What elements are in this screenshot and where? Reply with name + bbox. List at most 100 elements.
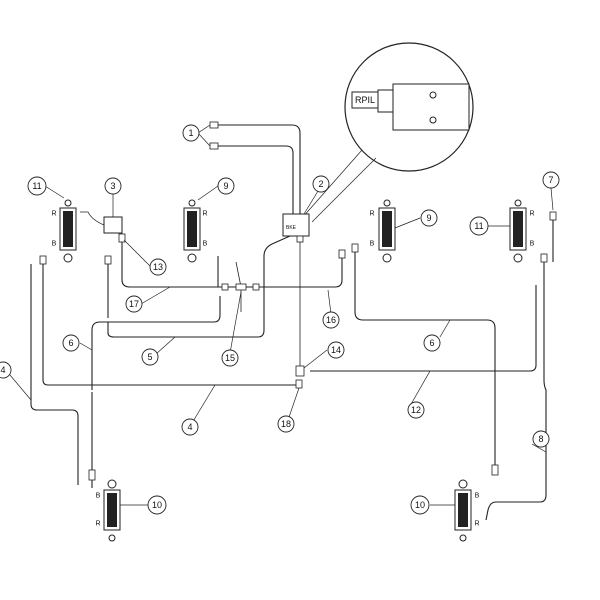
callout-9-right: 9 — [420, 209, 438, 227]
cylinder-10-left: B R — [95, 479, 121, 542]
svg-text:3: 3 — [110, 181, 115, 191]
leader-16 — [327, 289, 332, 315]
detail-bolt-bottom — [429, 116, 437, 124]
fitting-1b — [209, 142, 219, 150]
cyl-11r-port-b: B — [530, 241, 535, 248]
leader-6-right — [439, 319, 451, 338]
svg-text:15: 15 — [225, 353, 235, 363]
svg-text:11: 11 — [474, 221, 483, 231]
switch-body — [103, 216, 123, 234]
callout-2: 2 — [312, 175, 330, 193]
cyl-9r-bottom-eye — [382, 253, 392, 263]
svg-text:11: 11 — [32, 181, 41, 191]
hose-12 — [310, 285, 537, 372]
leader-15 — [229, 291, 242, 354]
svg-text:9: 9 — [426, 213, 431, 223]
callout-4: 4 — [181, 418, 199, 436]
leader-4 — [191, 384, 216, 424]
cyl-10r-bottom-eye — [459, 534, 467, 542]
fitting-13-right — [118, 233, 126, 243]
valve-label: BKE — [286, 225, 297, 231]
callout-10-left: 10 — [147, 495, 167, 515]
leader-2 — [303, 190, 319, 215]
hose-6-left — [91, 296, 221, 390]
cyl-9l-port-r: R — [202, 211, 207, 218]
svg-text:6: 6 — [429, 338, 434, 348]
leader-18 — [287, 387, 300, 421]
callout-4-edge: 4 — [0, 361, 12, 379]
cylinder-11-left: R B — [51, 199, 77, 263]
svg-text:17: 17 — [129, 299, 139, 309]
cylinder-10-right: B R — [454, 479, 480, 542]
callout-5: 5 — [141, 348, 159, 366]
cyl-10r-tube — [458, 493, 468, 527]
callout-11-left: 11 — [27, 176, 47, 196]
fitting-18 — [295, 379, 303, 389]
callout-16: 16 — [322, 311, 340, 329]
fitting-1a — [209, 121, 219, 129]
cyl-10r-port-b: B — [475, 493, 480, 500]
switch-wire — [80, 211, 105, 226]
callout-13: 13 — [149, 258, 167, 276]
cyl-9r-tube — [382, 211, 392, 247]
cyl-9r-port-r: R — [369, 211, 374, 218]
svg-text:10: 10 — [152, 500, 162, 510]
valve-bottom-port — [296, 235, 304, 243]
cyl-11l-tube — [63, 211, 73, 247]
cyl-11r-top-eye — [514, 199, 522, 207]
leader-1a — [197, 124, 211, 134]
hose-16 — [258, 255, 343, 288]
leader-7 — [550, 187, 554, 211]
hose-4 — [42, 262, 298, 386]
detail-leader-2 — [311, 157, 377, 223]
svg-text:8: 8 — [538, 434, 543, 444]
cyl-9r-top-eye — [383, 199, 391, 207]
cylinder-11-right: R B — [509, 199, 535, 263]
hose-5 — [107, 235, 291, 338]
detail-leader-1 — [301, 149, 363, 219]
hose-8 — [485, 260, 547, 521]
detail-valve-body — [392, 83, 470, 131]
cyl-10r-top-eye — [458, 479, 468, 489]
hose-1a — [216, 124, 301, 216]
cyl-10l-top-eye — [107, 479, 117, 489]
fitting-16-top — [338, 249, 346, 259]
fitting-14 — [295, 365, 305, 377]
callout-11-right: 11 — [469, 216, 489, 236]
leader-9-left — [197, 185, 219, 201]
leader-lines — [9, 124, 554, 506]
callout-9-left: 9 — [217, 177, 235, 195]
fitting-7 — [549, 211, 557, 221]
cyl-10l-bottom-eye — [108, 534, 116, 542]
fitting-6-bottom — [88, 469, 96, 481]
cyl-9l-bottom-eye — [187, 253, 197, 263]
callout-1: 1 — [182, 124, 200, 142]
svg-text:10: 10 — [415, 500, 425, 510]
leader-9-right — [394, 217, 421, 229]
cyl-10l-port-r: R — [95, 521, 100, 528]
svg-text:4: 4 — [0, 365, 5, 375]
hose-17 — [121, 240, 226, 288]
cyl-11l-top-eye — [64, 199, 72, 207]
leader-13 — [123, 239, 151, 267]
callout-12: 12 — [407, 401, 425, 419]
svg-text:13: 13 — [153, 262, 163, 272]
callout-3: 3 — [104, 177, 122, 195]
svg-text:6: 6 — [68, 338, 73, 348]
svg-text:2: 2 — [318, 179, 323, 189]
fitting-13-left — [104, 255, 112, 265]
hose-4-left — [30, 264, 79, 485]
cyl-10r-port-r: R — [474, 521, 479, 528]
callout-8: 8 — [532, 430, 550, 448]
tee-15-upper — [235, 261, 242, 288]
cyl-11l-bottom-eye — [63, 253, 73, 263]
callout-18: 18 — [277, 415, 295, 433]
svg-text:18: 18 — [281, 419, 291, 429]
leader-6-left — [79, 342, 93, 351]
detail-view: RPIL — [301, 42, 474, 223]
callout-6-right: 6 — [423, 334, 441, 352]
fitting-6-right-top — [351, 243, 359, 253]
cyl-11l-port-r: R — [51, 211, 56, 218]
detail-valve-stem — [377, 89, 394, 113]
